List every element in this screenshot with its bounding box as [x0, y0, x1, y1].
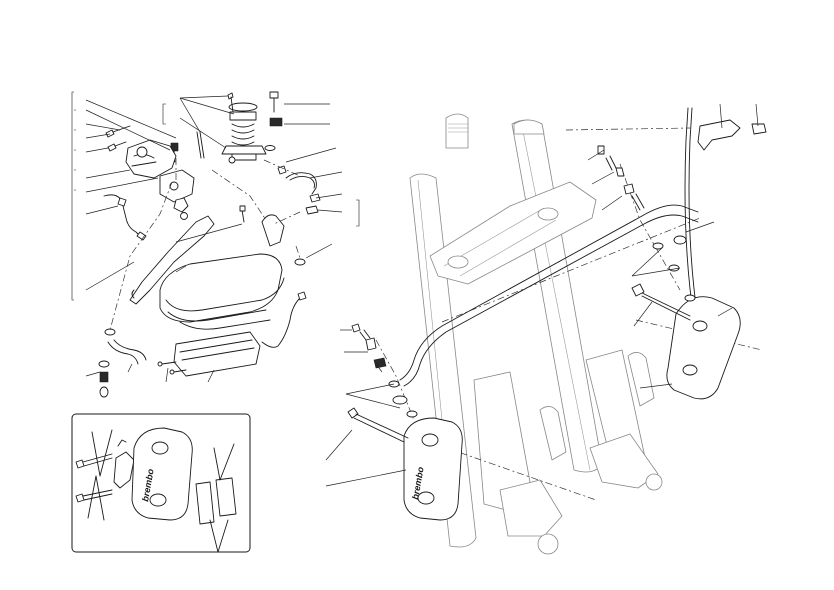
assembly-lines-left [109, 158, 301, 331]
leader-lines-right [325, 103, 759, 487]
caliper-kit-inset: brembo [71, 413, 251, 553]
headlamp-housing [157, 253, 307, 377]
right-caliper [597, 119, 767, 400]
master-cylinder-hose [98, 328, 147, 398]
group-brackets [71, 91, 360, 301]
leader-lines-left [85, 95, 343, 383]
master-cylinder-assembly [103, 91, 321, 305]
